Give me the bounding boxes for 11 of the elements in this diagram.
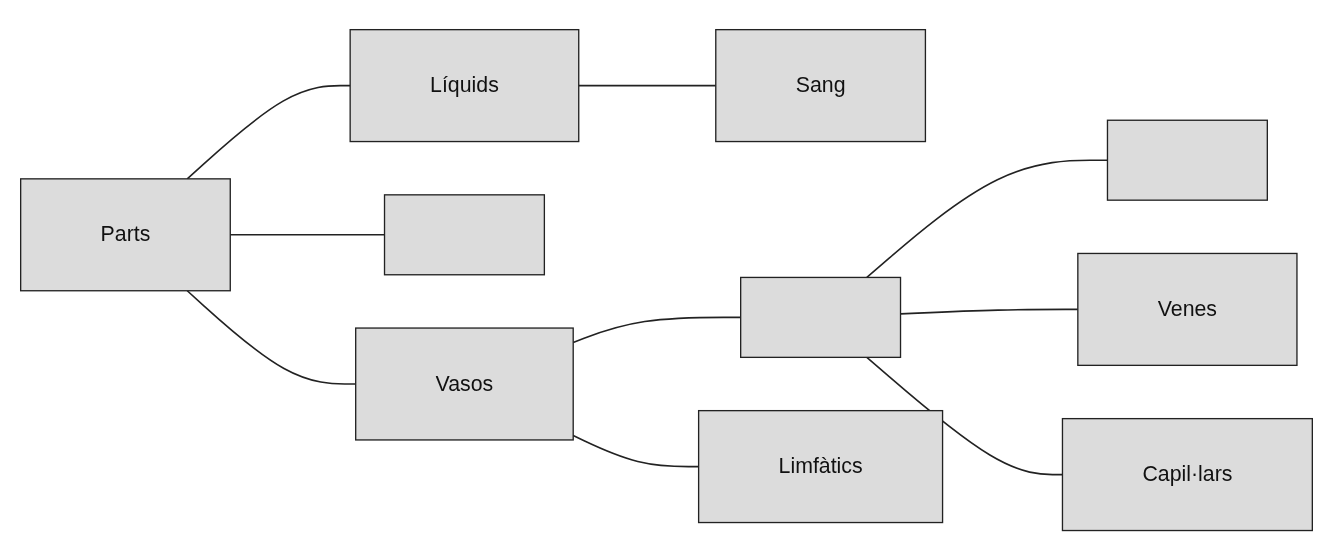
node-box	[1106, 119, 1268, 201]
node-box: Parts	[20, 178, 231, 292]
node-box: Sang	[715, 28, 927, 143]
connector	[186, 84, 351, 180]
node-box: Líquids	[349, 28, 580, 143]
node-box	[383, 194, 546, 276]
node-box: Limfàtics	[697, 409, 944, 524]
node-box: Vasos	[355, 327, 574, 441]
node-box	[740, 276, 902, 358]
node-box: Venes	[1077, 252, 1298, 366]
node-box: Capil·lars	[1061, 417, 1313, 532]
